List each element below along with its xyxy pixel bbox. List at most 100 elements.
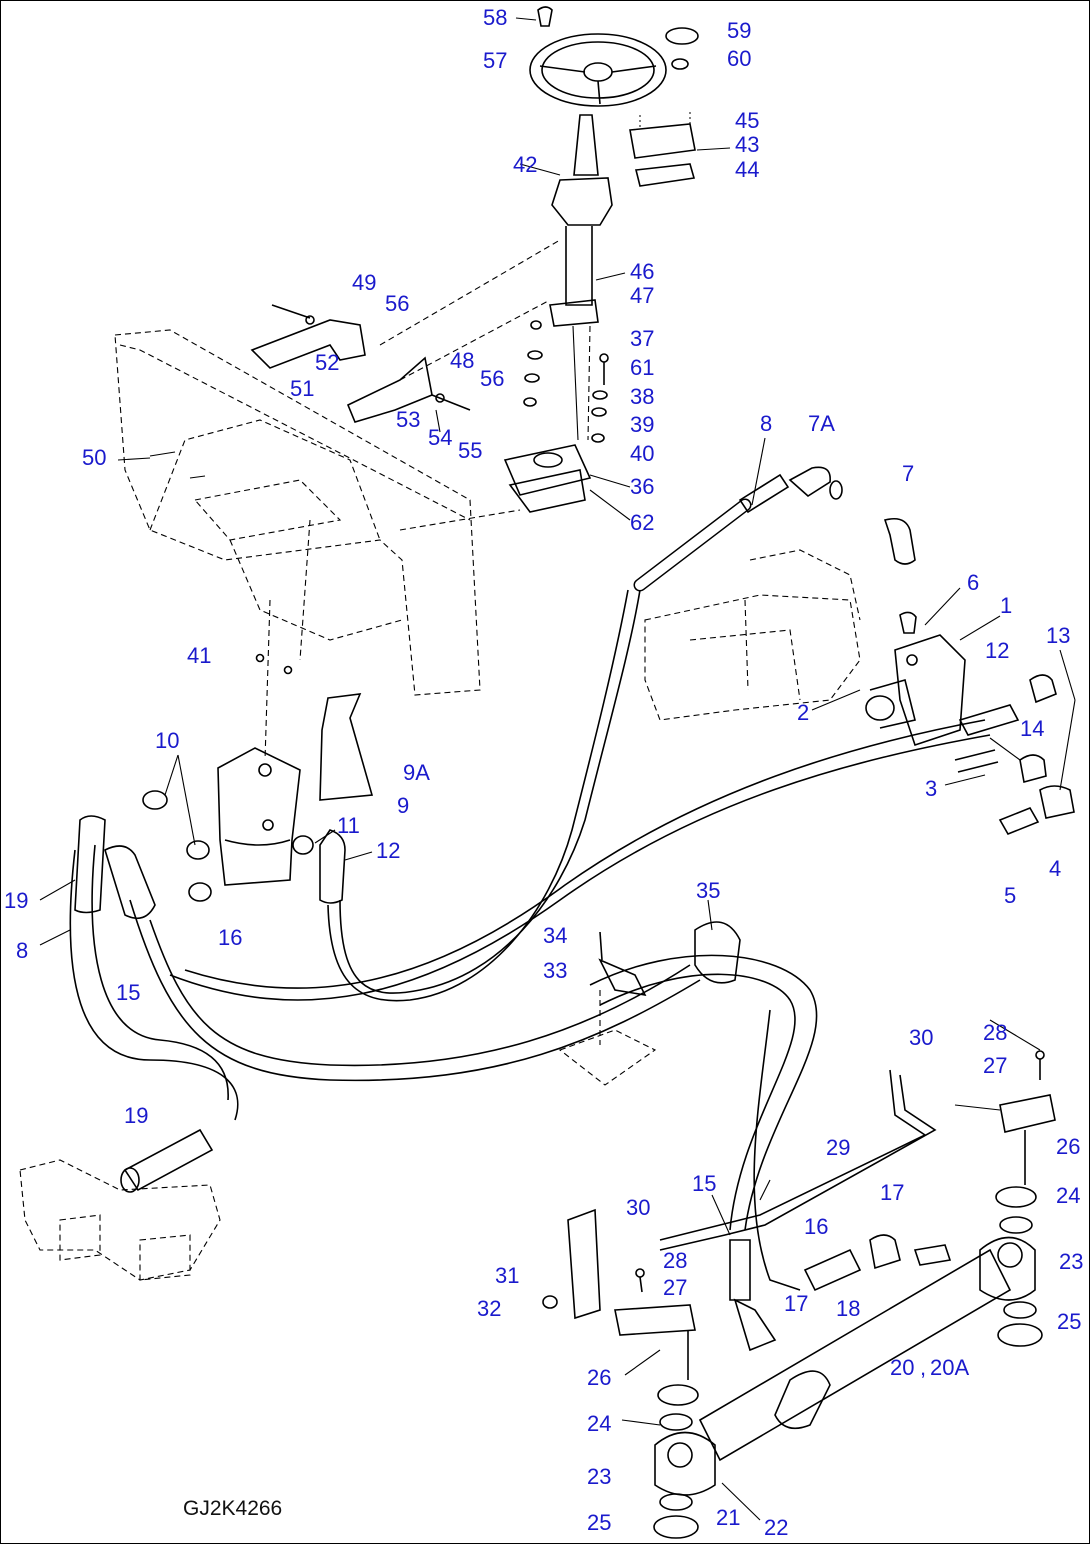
callout-55: 55 <box>458 438 483 463</box>
callout-18: 18 <box>836 1296 861 1321</box>
callout-36: 36 <box>630 474 655 499</box>
callout-19: 19 <box>4 888 29 913</box>
drawing-code: GJ2K4266 <box>183 1497 283 1520</box>
callout-42: 42 <box>513 152 538 177</box>
callout-19b: 19 <box>124 1103 149 1128</box>
callout-52: 52 <box>315 350 340 375</box>
cap-59 <box>665 27 699 70</box>
callout-61: 61 <box>630 355 655 380</box>
callout-34: 34 <box>543 923 568 948</box>
callout-30b: 30 <box>626 1195 651 1220</box>
callout-17: 17 <box>880 1180 905 1205</box>
callout-47: 47 <box>630 283 655 308</box>
callout-45: 45 <box>735 108 760 133</box>
callout-62: 62 <box>630 510 655 535</box>
steering-wheel <box>529 33 667 107</box>
callout-21: 21 <box>716 1505 741 1530</box>
callout-12: 12 <box>985 638 1010 663</box>
bracket-53 <box>149 356 471 479</box>
callout-33: 33 <box>543 958 568 983</box>
callout-15: 15 <box>116 980 141 1005</box>
callout-51: 51 <box>290 376 315 401</box>
base-plate <box>503 444 631 521</box>
callout-15b: 15 <box>692 1171 717 1196</box>
valve-block <box>865 611 1076 836</box>
bolt-stack-left <box>523 320 543 407</box>
callout-31: 31 <box>495 1263 520 1288</box>
callout-23: 23 <box>1059 1249 1084 1274</box>
callout-29: 29 <box>826 1135 851 1160</box>
axle-assembly <box>19 1159 221 1281</box>
callout-38: 38 <box>630 384 655 409</box>
callout-20: 20 <box>890 1355 915 1380</box>
callout-58: 58 <box>483 5 508 30</box>
callout-26: 26 <box>1056 1134 1081 1159</box>
callout-54: 54 <box>428 425 453 450</box>
knob-58 <box>537 6 553 27</box>
tube-29 <box>659 1069 937 1251</box>
bracket-49 <box>250 304 366 369</box>
callout-1: 1 <box>1000 593 1013 618</box>
callout-14: 14 <box>1020 716 1045 741</box>
callout-46: 46 <box>630 259 655 284</box>
callout-56: 56 <box>385 291 410 316</box>
hose-19-end <box>120 1128 214 1193</box>
bolt-stack-37 <box>591 353 609 443</box>
callout-16: 16 <box>218 925 243 950</box>
callout-26b: 26 <box>587 1365 612 1390</box>
callout-35: 35 <box>696 878 721 903</box>
callout-5: 5 <box>1004 883 1017 908</box>
callout-43: 43 <box>735 132 760 157</box>
pump <box>644 549 861 721</box>
hose-8-top <box>633 466 843 592</box>
bracket-26-right <box>995 1050 1056 1347</box>
callout-11: 11 <box>337 813 360 838</box>
callout-49: 49 <box>352 270 377 295</box>
callout-16b: 16 <box>804 1214 829 1239</box>
steering-valve <box>142 747 314 902</box>
callout-53: 53 <box>396 407 421 432</box>
callout-57: 57 <box>483 48 508 73</box>
bracket-31 <box>542 1208 601 1320</box>
bracket-43 <box>629 112 731 187</box>
cylinder-20 <box>654 1236 1036 1496</box>
callout-17b: 17 <box>784 1291 809 1316</box>
callout-13: 13 <box>1046 623 1071 648</box>
bag-9A <box>319 693 374 801</box>
callout-24b: 24 <box>587 1411 612 1436</box>
callout-9A: 9A <box>403 760 430 785</box>
callout-3: 3 <box>925 776 938 801</box>
callout-20A: 20A <box>930 1355 970 1380</box>
callout-comma: , <box>920 1355 927 1380</box>
callout-40: 40 <box>630 441 655 466</box>
callout-30: 30 <box>909 1025 934 1050</box>
steering-column <box>549 114 613 441</box>
callout-24: 24 <box>1056 1183 1081 1208</box>
callout-50: 50 <box>82 445 107 470</box>
callout-25b: 25 <box>587 1510 612 1535</box>
callout-6: 6 <box>967 570 980 595</box>
hose-15 <box>589 921 818 1291</box>
callout-25: 25 <box>1057 1309 1082 1334</box>
callout-27b: 27 <box>663 1275 688 1300</box>
leader-lines <box>39 17 1041 1521</box>
callout-37: 37 <box>630 326 655 351</box>
callout-12b: 12 <box>376 838 401 863</box>
callout-8b: 8 <box>16 938 29 963</box>
callout-32: 32 <box>477 1296 502 1321</box>
callout-23b: 23 <box>587 1464 612 1489</box>
callout-48: 48 <box>450 348 475 373</box>
callout-7: 7 <box>902 461 915 486</box>
callout-60: 60 <box>727 46 752 71</box>
callout-2: 2 <box>797 700 810 725</box>
callout-10: 10 <box>155 728 180 753</box>
callout-28b: 28 <box>663 1248 688 1273</box>
fittings-16-17 <box>729 1234 952 1352</box>
bracket-26-left <box>614 1268 699 1539</box>
callout-7A: 7A <box>808 411 835 436</box>
callout-56b: 56 <box>480 366 505 391</box>
callout-27: 27 <box>983 1053 1008 1078</box>
clamp-33 <box>558 931 657 1086</box>
callout-22: 22 <box>764 1515 789 1540</box>
callout-28: 28 <box>983 1020 1008 1045</box>
